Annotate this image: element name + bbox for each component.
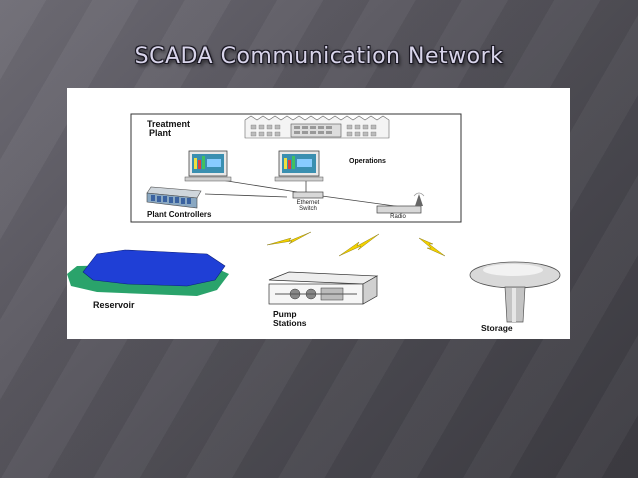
ethernet-switch-label-line2: Switch (299, 206, 317, 213)
lightning-icon (338, 233, 380, 257)
network-links (204, 179, 403, 208)
storage-label: Storage (481, 323, 513, 333)
treatment-plant-label: Treatment Plant (147, 119, 191, 139)
treatment-plant-label-line1: Treatment (147, 119, 191, 129)
radio-icon (376, 192, 425, 214)
ethernet-switch-icon (292, 191, 324, 199)
slide-title: SCADA Communication Network (134, 44, 504, 69)
workstation-icon (184, 150, 232, 182)
plant-controllers-icon (146, 186, 202, 209)
ethernet-switch-label: Ethernet Switch (285, 200, 331, 213)
ethernet-switch-label-line1: Ethernet (296, 200, 320, 206)
reservoir-label: Reservoir (93, 300, 135, 310)
pump-stations-label-line2: Stations (273, 317, 307, 328)
wireless-signal-icons (266, 231, 446, 257)
scada-diagram: Treatment Plant Operations Ethernet Swit… (67, 88, 570, 339)
workstation-icon (274, 150, 324, 182)
pump-station-icon (268, 271, 379, 305)
pump-stations-label-line1: Pump (273, 309, 297, 319)
plant-building-icon (244, 115, 390, 139)
treatment-plant-frame (130, 113, 462, 223)
radio-label: Radio (390, 214, 406, 220)
treatment-plant-label-line2: Plant (149, 128, 172, 139)
plant-controllers-label: Plant Controllers (147, 210, 212, 219)
reservoir-icon (67, 249, 229, 296)
lightning-icon (266, 231, 312, 246)
lightning-icon (418, 237, 446, 257)
storage-tank-icon (469, 261, 561, 323)
operations-label: Operations (349, 158, 386, 165)
pump-stations-label: Pump Stations (273, 310, 307, 328)
diagram-canvas (67, 113, 561, 323)
